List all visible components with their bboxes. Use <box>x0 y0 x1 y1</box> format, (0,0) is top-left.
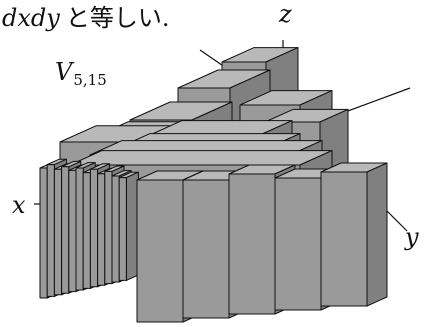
z-axis-label: z <box>278 0 292 28</box>
bar-front-left-4 <box>68 169 77 293</box>
bar-front-left-3 <box>61 166 70 294</box>
bar-front-front-0 <box>136 179 184 323</box>
bar-front-left-9 <box>104 170 113 285</box>
bar-front-left-0 <box>39 167 48 299</box>
bar-front-left-8 <box>97 173 106 286</box>
set-label-symbol: V <box>55 58 75 86</box>
x-axis-label: x <box>12 191 26 219</box>
bar-stack <box>39 47 388 323</box>
bar-side-front-4 <box>366 162 388 307</box>
bar-front-left-1 <box>46 164 55 297</box>
bar-front-left-5 <box>75 167 84 291</box>
bar-front-front-1 <box>182 179 230 319</box>
bar-top-back-10 <box>69 150 333 166</box>
bar-front-front-4 <box>320 171 368 307</box>
bar-front-left-10 <box>111 175 120 283</box>
y-axis-label: y <box>404 223 419 251</box>
header-math: dxdy <box>2 4 60 32</box>
bar-front-left-7 <box>89 168 99 288</box>
set-label: V5,15 <box>55 58 107 89</box>
bar-front-left-2 <box>53 168 63 296</box>
bar-front-front-2 <box>228 173 276 315</box>
bar-front-left-11 <box>118 177 127 281</box>
header-text: と等しい. <box>66 4 170 32</box>
bar-front-left-6 <box>82 172 91 289</box>
set-label-subscript: 5,15 <box>73 71 106 89</box>
bar-front-front-3 <box>274 177 322 311</box>
